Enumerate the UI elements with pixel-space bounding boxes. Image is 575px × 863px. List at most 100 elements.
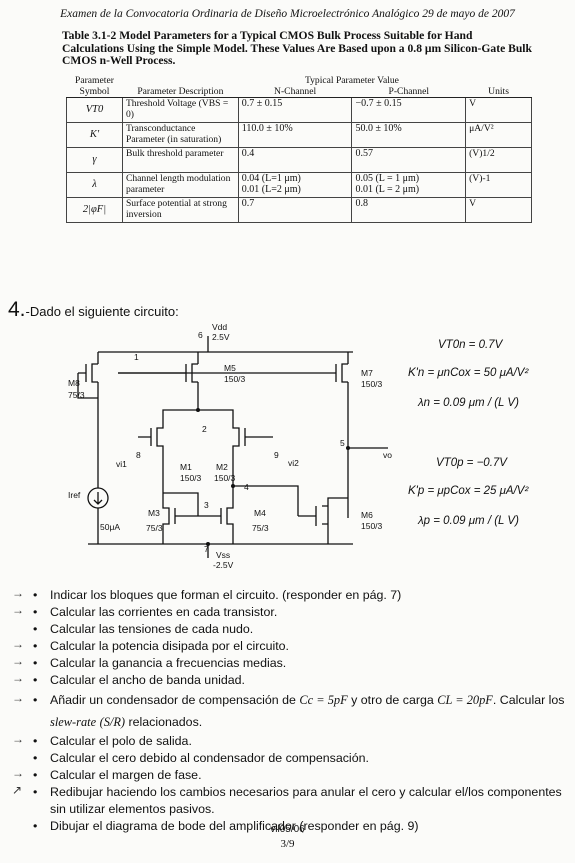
cell-n-l1: 0.04 (L=1 μm) — [241, 173, 301, 184]
col-n: N-Channel — [238, 86, 352, 98]
bullet-icon: • — [33, 785, 38, 799]
label-m6-size: 150/3 — [361, 521, 383, 531]
cell-p: 0.05 (L = 1 μm)0.01 (L = 2 μm) — [351, 172, 467, 198]
label-m1: M1 — [180, 462, 192, 472]
task-text: Calcular las tensiones de cada nudo. — [50, 622, 254, 636]
cell-n: 0.7 — [237, 197, 353, 223]
list-item: • Calcular las tensiones de cada nudo. — [22, 621, 570, 638]
task-text: Indicar los bloques que forman el circui… — [50, 588, 402, 602]
cell-n: 110.0 ± 10% — [237, 122, 353, 148]
arrow-mark-icon: → — [12, 671, 24, 685]
node-3: 3 — [204, 500, 209, 510]
col-typical: Typical Parameter Value — [304, 75, 399, 86]
cc-value: Cc = 5pF — [299, 693, 348, 707]
list-item: →•Calcular las corrientes en cada transi… — [12, 603, 570, 621]
list-item: → • Indicar los bloques que forman el circ… — [12, 586, 570, 604]
bullet-icon: • — [33, 605, 38, 619]
table-row: VT0 Threshold Voltage (VBS = 0) 0.7 ± 0.… — [66, 97, 532, 123]
list-item: →•Calcular la ganancia a frecuencias med… — [12, 654, 570, 672]
label-m6: M6 — [361, 510, 373, 520]
label-m3: M3 — [148, 508, 160, 518]
bullet-icon: • — [33, 751, 38, 765]
task-text: Añadir un condensador de compensación de — [50, 693, 296, 707]
circuit-diagram: Vdd 2.5V M5 150/3 M7 150/3 M8 75/3 M1 15… — [68, 322, 529, 570]
cell-p: −0.7 ± 0.15 — [351, 97, 467, 123]
label-m7-size: 150/3 — [361, 379, 383, 389]
cell-desc: Transconductance Parameter (in saturatio… — [121, 122, 239, 148]
node-1: 1 — [134, 352, 139, 362]
cell-n: 0.7 ± 0.15 — [237, 97, 353, 123]
label-m5: M5 — [224, 363, 236, 373]
cell-symbol: VT0 — [66, 97, 123, 123]
arrow-mark-icon: → — [12, 691, 24, 705]
arrow-mark-icon: → — [12, 766, 24, 780]
footer-code: vll05/06 — [270, 824, 305, 835]
cell-units: (V)1/2 — [465, 147, 532, 173]
task-text: Calcular la ganancia a frecuencias media… — [50, 656, 287, 670]
cell-desc: Channel length modulation parameter — [121, 172, 239, 198]
task-list: → • Indicar los bloques que forman el circ… — [12, 586, 570, 835]
eq-vt0p: VT0p = −0.7V — [436, 457, 508, 469]
label-m5-size: 150/3 — [224, 374, 246, 384]
cell-desc: Threshold Voltage (VBS = 0) — [121, 97, 239, 123]
label-m4-size: 75/3 — [252, 523, 269, 533]
label-m4: M4 — [254, 508, 266, 518]
label-vdd-value: 2.5V — [212, 332, 230, 342]
bullet-icon: • — [33, 819, 38, 833]
task-text: y otro de carga — [351, 693, 434, 707]
cell-units: V — [465, 97, 532, 123]
cell-units: (V)-1 — [465, 172, 532, 198]
arrow-mark-icon: → — [12, 732, 24, 746]
node-9: 9 — [274, 450, 279, 460]
col-symbol: Parameter Symbol — [66, 75, 123, 98]
eq-lambda-n: λn = 0.09 μm / (L V) — [417, 397, 519, 409]
parameter-table: Parameter Symbol Parameter Description T… — [66, 75, 532, 223]
bullet-icon: • — [33, 622, 38, 636]
cell-p-l1: 0.05 (L = 1 μm) — [355, 173, 420, 184]
eq-kp: K'p = μpCox = 25 μA/V² — [408, 485, 529, 497]
bullet-icon: • — [33, 693, 38, 707]
label-m8: M8 — [68, 378, 80, 388]
col-description: Parameter Description — [122, 76, 239, 98]
label-m2-size: 150/3 — [214, 473, 236, 483]
bullet-icon: • — [33, 673, 38, 687]
cell-n: 0.4 — [237, 147, 353, 173]
bullet-icon: • — [33, 639, 38, 653]
arrow-mark-icon: → — [12, 603, 24, 617]
task-text: Calcular el ancho de banda unidad. — [50, 673, 245, 687]
label-m3-size: 75/3 — [146, 523, 163, 533]
bullet-icon: • — [33, 768, 38, 782]
cell-symbol: K' — [66, 122, 123, 148]
task-text: Calcular el cero debido al condensador d… — [50, 751, 369, 765]
task-text: relacionados. — [128, 715, 203, 729]
task-text: Redibujar haciendo los cambios necesario… — [50, 785, 562, 816]
sr-symbol: (S/R) — [99, 715, 126, 729]
node-6: 6 — [198, 330, 203, 340]
task-text: Calcular la potencia disipada por el cir… — [50, 639, 289, 653]
label-vss: Vss — [216, 550, 230, 560]
eq-kn: K'n = μnCox = 50 μA/V² — [408, 367, 529, 379]
cell-n: 0.04 (L=1 μm)0.01 (L=2 μm) — [237, 172, 353, 198]
label-m8-size: 75/3 — [68, 390, 85, 400]
table-header-row: Parameter Symbol Parameter Description T… — [66, 75, 532, 98]
exam-header: Examen de la Convocatoria Ordinaria de D… — [60, 8, 515, 20]
question-intro: -Dado el siguiente circuito: — [25, 304, 179, 319]
table-row: λ Channel length modulation parameter 0.… — [66, 172, 532, 198]
list-item: → • Calcular el margen de fase. — [12, 766, 570, 784]
list-item: ↗•Redibujar haciendo los cambios necesar… — [12, 783, 570, 818]
eq-lambda-p: λp = 0.09 μm / (L V) — [417, 515, 519, 527]
node-2: 2 — [202, 424, 207, 434]
node-4: 4 — [244, 482, 249, 492]
cell-p: 0.57 — [351, 147, 467, 173]
label-vss-value: -2.5V — [213, 560, 234, 570]
col-units: Units — [465, 76, 532, 98]
table-row: 2|φF| Surface potential at strong invers… — [66, 197, 532, 223]
cell-p-l2: 0.01 (L = 2 μm) — [355, 183, 420, 195]
cell-p: 0.8 — [351, 197, 467, 223]
node-7: 7 — [204, 544, 209, 554]
table-row: K' Transconductance Parameter (in satura… — [66, 122, 532, 148]
arrow-mark-icon: → — [12, 586, 24, 600]
task-text: Calcular el margen de fase. — [50, 768, 202, 782]
bullet-icon: • — [33, 588, 38, 602]
cell-desc: Surface potential at strong inversion — [121, 197, 239, 223]
